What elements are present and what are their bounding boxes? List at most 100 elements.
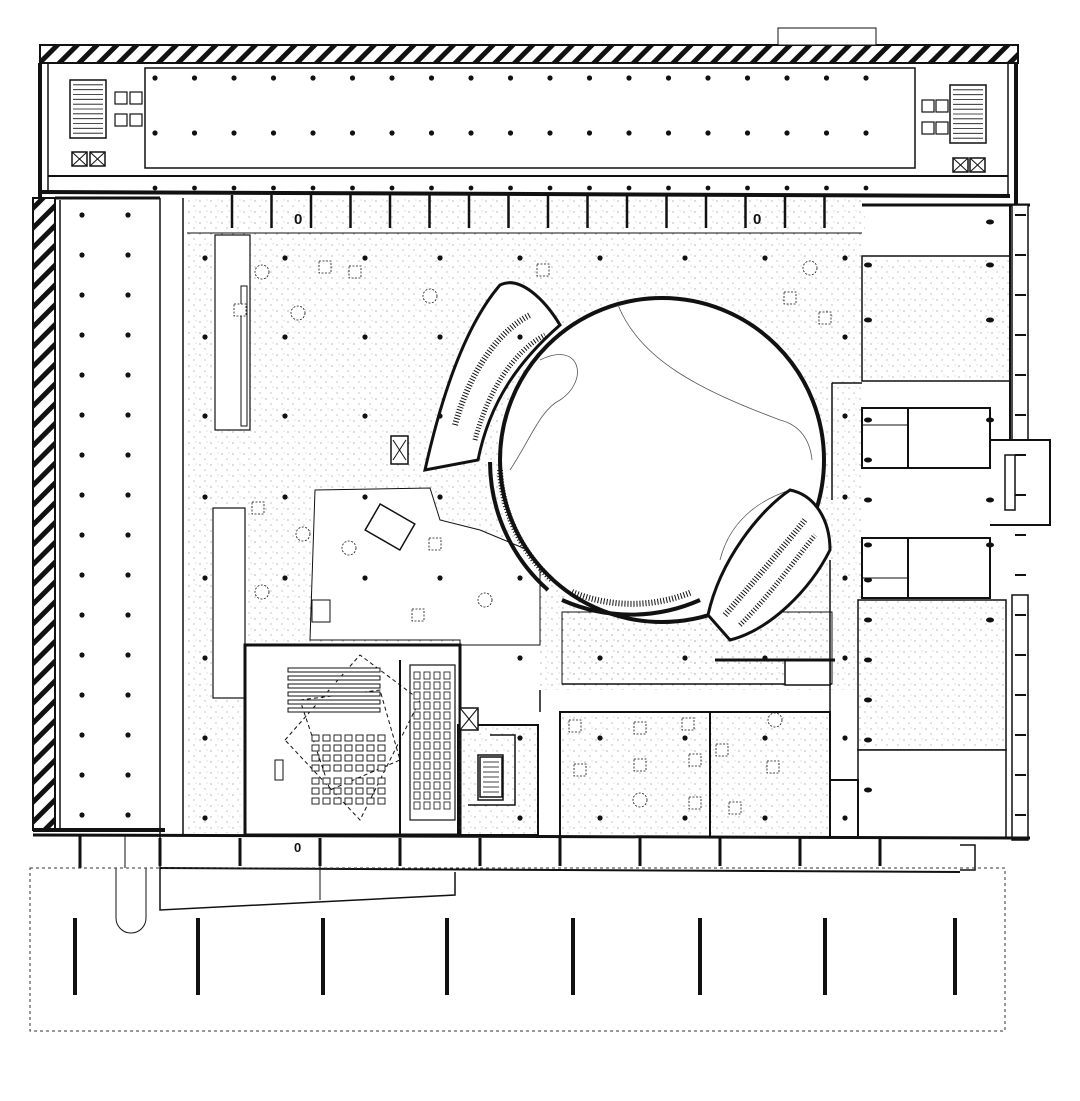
wc-cubicle bbox=[114, 91, 128, 105]
column-square bbox=[818, 311, 832, 325]
column-dot bbox=[79, 332, 85, 338]
column-dot bbox=[152, 130, 158, 136]
column-dot bbox=[517, 334, 523, 340]
seat bbox=[377, 734, 386, 742]
column-dot bbox=[665, 130, 672, 136]
north-hall-inner bbox=[144, 67, 916, 169]
seat bbox=[344, 764, 353, 772]
column-dot bbox=[125, 532, 131, 538]
office-north bbox=[861, 407, 991, 469]
column-dot bbox=[79, 252, 85, 258]
column-dot bbox=[864, 417, 872, 423]
seat bbox=[344, 797, 353, 805]
column-dot bbox=[437, 413, 443, 419]
column-dot bbox=[349, 75, 356, 81]
seat bbox=[333, 754, 342, 762]
seat bbox=[433, 671, 441, 680]
seat bbox=[366, 734, 375, 742]
column-square bbox=[688, 796, 702, 810]
seat-row bbox=[287, 691, 381, 697]
column-dot bbox=[517, 735, 523, 741]
column-dot bbox=[682, 255, 688, 261]
column-dot bbox=[864, 262, 872, 268]
seat bbox=[322, 744, 331, 752]
column-dot bbox=[864, 657, 872, 663]
column-circle bbox=[254, 584, 270, 600]
seat bbox=[423, 701, 431, 710]
column-square bbox=[428, 537, 442, 551]
seat-row bbox=[287, 667, 381, 673]
lift-cross bbox=[969, 157, 986, 173]
seat bbox=[377, 744, 386, 752]
column-dot bbox=[202, 413, 208, 419]
seat bbox=[333, 744, 342, 752]
column-dot bbox=[626, 185, 632, 191]
seat bbox=[311, 744, 320, 752]
plan-label-3: 0 bbox=[294, 840, 301, 855]
display-plinth bbox=[364, 502, 416, 552]
seat bbox=[366, 787, 375, 795]
column-dot bbox=[986, 262, 994, 268]
column-dot bbox=[125, 612, 131, 618]
wc-cubicle bbox=[129, 113, 143, 127]
seat bbox=[423, 731, 431, 740]
south-porch-bump bbox=[115, 868, 147, 934]
seat bbox=[433, 791, 441, 800]
north-corridor-floor bbox=[187, 196, 865, 233]
seat bbox=[443, 721, 451, 730]
seat bbox=[423, 741, 431, 750]
column-dot bbox=[79, 292, 85, 298]
column-dot bbox=[231, 185, 237, 191]
seat bbox=[443, 691, 451, 700]
column-dot bbox=[468, 130, 474, 136]
seat bbox=[333, 734, 342, 742]
column-dot bbox=[842, 735, 848, 741]
east-wing bbox=[829, 203, 1051, 841]
column-dot bbox=[547, 185, 553, 191]
column-circle bbox=[422, 288, 438, 304]
column-dot bbox=[986, 317, 994, 323]
seat bbox=[355, 754, 364, 762]
seat bbox=[413, 791, 421, 800]
seat bbox=[413, 731, 421, 740]
column-dot bbox=[282, 413, 288, 419]
column-dot bbox=[125, 412, 131, 418]
column-dot bbox=[597, 735, 603, 741]
column-dot bbox=[517, 655, 523, 661]
column-dot bbox=[79, 612, 85, 618]
seat bbox=[413, 801, 421, 810]
lift-cross bbox=[952, 157, 969, 173]
seat bbox=[413, 771, 421, 780]
auditorium bbox=[423, 281, 835, 686]
wc-cubicle bbox=[114, 113, 128, 127]
seat bbox=[377, 787, 386, 795]
column-dot bbox=[310, 185, 316, 191]
column-dot bbox=[864, 737, 872, 743]
column-square bbox=[318, 260, 332, 274]
column-dot bbox=[626, 130, 632, 136]
seat bbox=[355, 734, 364, 742]
column-square bbox=[348, 265, 362, 279]
seat bbox=[423, 681, 431, 690]
column-circle bbox=[632, 792, 648, 808]
seat bbox=[433, 771, 441, 780]
south-facade bbox=[29, 833, 1031, 1032]
column-square bbox=[728, 801, 742, 815]
seat-row bbox=[287, 707, 381, 713]
column-dot bbox=[762, 655, 768, 661]
column-dot bbox=[79, 732, 85, 738]
column-dot bbox=[665, 75, 672, 81]
column-dot bbox=[517, 255, 523, 261]
column-dot bbox=[682, 815, 688, 821]
column-dot bbox=[547, 75, 553, 81]
seat bbox=[355, 764, 364, 772]
seat bbox=[443, 731, 451, 740]
column-dot bbox=[823, 130, 830, 136]
column-dot bbox=[784, 130, 790, 136]
column-dot bbox=[517, 815, 523, 821]
column-dot bbox=[864, 457, 872, 463]
north-wing bbox=[38, 27, 1019, 205]
seating-ring-bottom bbox=[561, 598, 701, 617]
roof-projection bbox=[777, 27, 877, 46]
